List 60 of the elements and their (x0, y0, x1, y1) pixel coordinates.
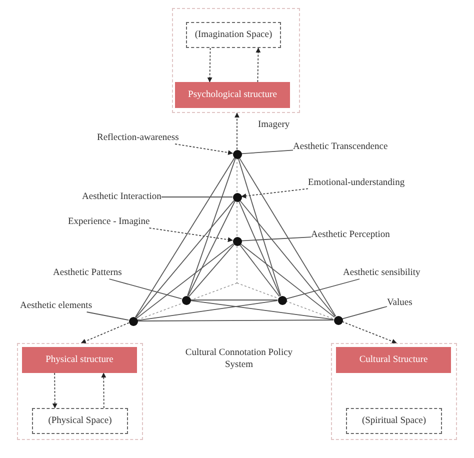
dashed-space-box: (Physical Space) (32, 408, 128, 434)
connector-line (188, 244, 235, 298)
dashed-arrow (234, 112, 240, 150)
edge-label: Imagery (258, 119, 290, 131)
annotation-text: Values (387, 297, 412, 309)
dashed-arrow (101, 372, 106, 408)
system-caption: Cultural Connotation Policy System (184, 347, 294, 371)
dashed-group-frame (172, 8, 300, 113)
connector-line (238, 157, 336, 317)
vertex-dot (232, 150, 242, 158)
connector-line (238, 200, 281, 296)
vertex-dot (232, 192, 242, 202)
leader-line (108, 278, 182, 300)
dashed-arrow (174, 144, 234, 156)
leader-line (241, 236, 312, 242)
dashed-group-frame (331, 343, 457, 440)
annotation-text: Aesthetic Interaction (82, 191, 162, 203)
vertex-dot (182, 296, 190, 304)
structure-box: Physical structure (22, 347, 137, 373)
connector-line (137, 300, 278, 321)
leader-line (241, 150, 294, 154)
connector-line (136, 243, 234, 319)
vertex-dot (128, 316, 138, 326)
dashed-group-frame (17, 343, 143, 440)
dashed-arrow (256, 48, 261, 82)
dashed-arrow (148, 228, 233, 242)
annotation-text: Reflection-awareness (97, 132, 179, 144)
leader-line (342, 306, 388, 320)
dashed-arrow (80, 322, 130, 344)
dashed-arrow (207, 48, 212, 82)
connector-line (187, 158, 236, 296)
annotation-text: Emotional-understanding (308, 177, 405, 189)
dashed-space-box: (Imagination Space) (186, 22, 281, 48)
connector-line (190, 300, 334, 320)
connector-line (239, 200, 336, 317)
leader-line (86, 312, 130, 321)
annotation-text: Aesthetic Perception (311, 229, 390, 241)
connector-line (238, 158, 282, 296)
annotation-text: Aesthetic elements (20, 300, 92, 312)
vertex-dot (278, 296, 286, 304)
dashed-arrow (241, 188, 308, 198)
connector-line (239, 244, 280, 297)
leader-line (286, 278, 360, 300)
annotation-text: Aesthetic sensibility (343, 267, 420, 279)
dashed-space-box: (Spiritual Space) (346, 408, 442, 434)
leader-line (160, 196, 233, 198)
dashed-arrow (342, 321, 397, 344)
connector-line (240, 243, 335, 318)
structure-box: Psychological structure (175, 82, 290, 108)
annotation-text: Aesthetic Transcendence (293, 141, 388, 153)
connector-line (137, 320, 334, 322)
annotation-text: Aesthetic Patterns (53, 267, 122, 279)
annotation-text: Experience - Imagine (68, 216, 150, 228)
connector-line (134, 157, 236, 318)
structure-box: Cultural Structure (336, 347, 451, 373)
vertex-dot (334, 316, 342, 324)
connector-line (135, 200, 235, 318)
vertex-dot (232, 236, 242, 246)
dashed-arrow (52, 372, 58, 408)
connector-line (188, 200, 236, 296)
